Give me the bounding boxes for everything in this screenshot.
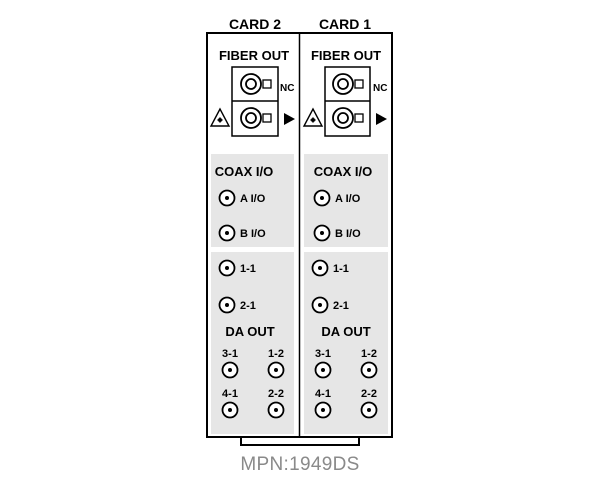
card-2: CARD 2 FIBER OUT NC COAX I/O A I/O: [209, 16, 295, 434]
da-port-1-2-label: 1-2: [361, 348, 377, 360]
fiber-out-title: FIBER OUT: [219, 48, 289, 63]
da-port-2-2[interactable]: [360, 401, 378, 419]
coax-port-a-label: A I/O: [335, 193, 361, 205]
da-port-2-2-label: 2-2: [361, 388, 377, 400]
da-port-3-1-label: 3-1: [315, 348, 331, 360]
da-port-3-1[interactable]: [221, 361, 239, 379]
da-out-title: DA OUT: [225, 324, 274, 339]
da-port-1-2[interactable]: [360, 361, 378, 379]
arrow-right-icon: [284, 113, 295, 125]
laser-warning-icon: [209, 107, 231, 127]
coax-port-b-label: B I/O: [335, 228, 361, 240]
arrow-right-icon: [376, 113, 387, 125]
input-port-1-1[interactable]: [218, 259, 236, 277]
card-1: CARD 1 FIBER OUT NC COAX I/O A I/O: [302, 16, 388, 434]
input-port-2-1-label: 2-1: [333, 300, 349, 312]
input-port-1-1[interactable]: [311, 259, 329, 277]
nc-label: NC: [280, 83, 294, 94]
fiber-port-nc[interactable]: [332, 73, 364, 95]
da-port-2-2[interactable]: [267, 401, 285, 419]
fiber-port-out[interactable]: [240, 107, 272, 129]
coax-port-a-label: A I/O: [240, 193, 266, 205]
input-port-1-1-label: 1-1: [333, 263, 349, 275]
coax-io-title: COAX I/O: [314, 164, 373, 179]
laser-warning-icon: [302, 107, 324, 127]
da-port-1-2-label: 1-2: [268, 348, 284, 360]
fiber-port-out[interactable]: [332, 107, 364, 129]
panel-bottom-tab: [240, 437, 360, 446]
coax-port-b[interactable]: [313, 224, 331, 242]
model-part-number: MPN:1949DS: [240, 454, 360, 475]
input-port-2-1[interactable]: [311, 296, 329, 314]
coax-port-b[interactable]: [218, 224, 236, 242]
coax-port-b-label: B I/O: [240, 228, 266, 240]
da-port-4-1-label: 4-1: [315, 388, 331, 400]
da-out-title: DA OUT: [321, 324, 370, 339]
nc-label: NC: [373, 83, 387, 94]
input-port-1-1-label: 1-1: [240, 263, 256, 275]
da-port-4-1[interactable]: [314, 401, 332, 419]
input-port-2-1[interactable]: [218, 296, 236, 314]
card-title: CARD 1: [319, 16, 371, 32]
coax-port-a[interactable]: [313, 189, 331, 207]
da-port-2-2-label: 2-2: [268, 388, 284, 400]
coax-port-a[interactable]: [218, 189, 236, 207]
fiber-port-nc[interactable]: [240, 73, 272, 95]
da-port-4-1-label: 4-1: [222, 388, 238, 400]
card-title: CARD 2: [229, 16, 281, 32]
da-port-3-1-label: 3-1: [222, 348, 238, 360]
da-port-4-1[interactable]: [221, 401, 239, 419]
input-port-2-1-label: 2-1: [240, 300, 256, 312]
da-port-1-2[interactable]: [267, 361, 285, 379]
da-port-3-1[interactable]: [314, 361, 332, 379]
coax-io-title: COAX I/O: [215, 164, 274, 179]
fiber-out-title: FIBER OUT: [311, 48, 381, 63]
